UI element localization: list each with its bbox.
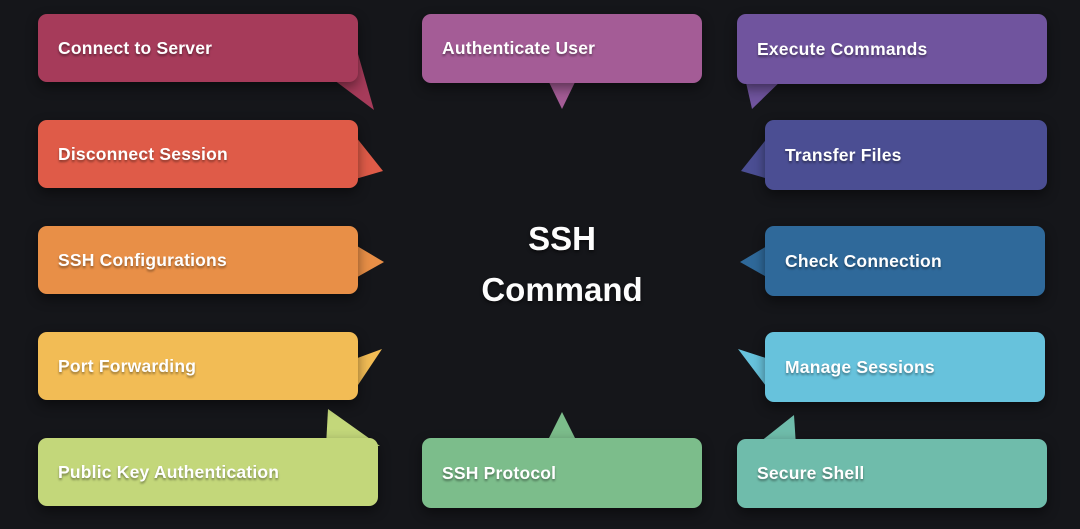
node-label: Transfer Files — [785, 144, 902, 165]
node-public-key-authentication: Public Key Authentication — [38, 438, 378, 506]
node-ssh-protocol: SSH Protocol — [422, 438, 702, 508]
node-label: Manage Sessions — [785, 356, 935, 377]
node-execute-commands: Execute Commands — [737, 14, 1047, 84]
node-connect-to-server: Connect to Server — [38, 14, 358, 82]
node-label: Execute Commands — [757, 38, 928, 59]
node-check-connection: Check Connection — [765, 226, 1045, 296]
node-manage-sessions: Manage Sessions — [765, 332, 1045, 402]
node-disconnect-session: Disconnect Session — [38, 120, 358, 188]
node-port-forwarding: Port Forwarding — [38, 332, 358, 400]
node-secure-shell: Secure Shell — [737, 439, 1047, 508]
diagram-title: SSH Command — [422, 213, 702, 315]
node-label: Connect to Server — [58, 37, 213, 58]
node-label: SSH Configurations — [58, 249, 227, 270]
node-label: SSH Protocol — [442, 462, 557, 483]
node-label: Secure Shell — [757, 463, 865, 483]
node-label: Port Forwarding — [58, 355, 197, 376]
diagram-title-line2: Command — [481, 271, 643, 308]
node-ssh-configurations: SSH Configurations — [38, 226, 358, 294]
diagram-title-line1: SSH — [528, 220, 596, 257]
node-authenticate-user: Authenticate User — [422, 14, 702, 83]
node-label: Public Key Authentication — [58, 461, 280, 482]
node-label: Authenticate User — [442, 38, 596, 58]
node-transfer-files: Transfer Files — [765, 120, 1047, 190]
node-label: Check Connection — [785, 250, 942, 271]
node-label: Disconnect Session — [58, 143, 228, 164]
